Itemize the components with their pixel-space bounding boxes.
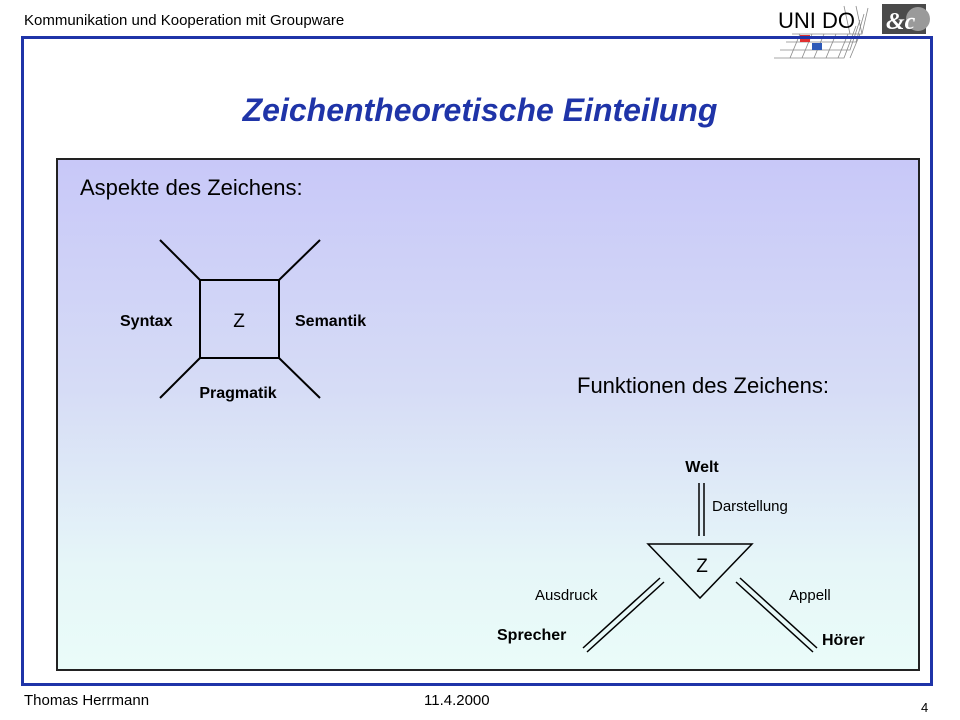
aspects-heading: Aspekte des Zeichens: [80,175,303,200]
ausdruck-line-a [582,577,661,649]
functions-diagram: Welt Darstellung Z Ausdruck Appell Sprec… [497,459,865,653]
course-title: Kommunikation und Kooperation mit Groupw… [24,12,345,29]
footer-date: 11.4.2000 [424,692,490,709]
logo-blue-cell [812,43,822,50]
footer-author: Thomas Herrmann [24,692,150,709]
functions-heading: Funktionen des Zeichens: [577,373,829,398]
page-number: 4 [921,700,929,715]
appell-line-a [739,577,818,649]
sign-z-triangle-label: Z [696,556,708,577]
semantik-label: Semantik [295,313,366,330]
slide-frame [21,36,933,686]
sign-triangle [646,543,754,600]
amp-logo: &c [882,4,930,35]
pragmatik-line-left [159,357,201,399]
logo-amp-text: &c [886,9,916,35]
welt-label: Welt [685,459,719,476]
slide-title: Zeichentheoretische Einteilung [242,92,718,128]
darstellung-label: Darstellung [712,498,788,515]
semantik-line-top [278,239,321,281]
syntax-label: Syntax [120,313,173,330]
logo-uni-text: UNI DO [778,8,855,33]
sprecher-label: Sprecher [497,627,566,644]
content-panel [56,158,920,671]
syntax-line-top [159,239,201,281]
appell-label: Appell [789,587,831,604]
pragmatik-label: Pragmatik [199,385,276,402]
ausdruck-label: Ausdruck [535,587,598,604]
sign-box [199,279,280,359]
aspects-diagram: Z Syntax Semantik Pragmatik [120,239,366,402]
sign-z-label: Z [233,311,245,332]
pragmatik-line-right [278,357,321,399]
hoerer-label: Hörer [822,632,865,649]
appell-line-b [735,581,814,653]
ausdruck-line-b [586,581,665,653]
